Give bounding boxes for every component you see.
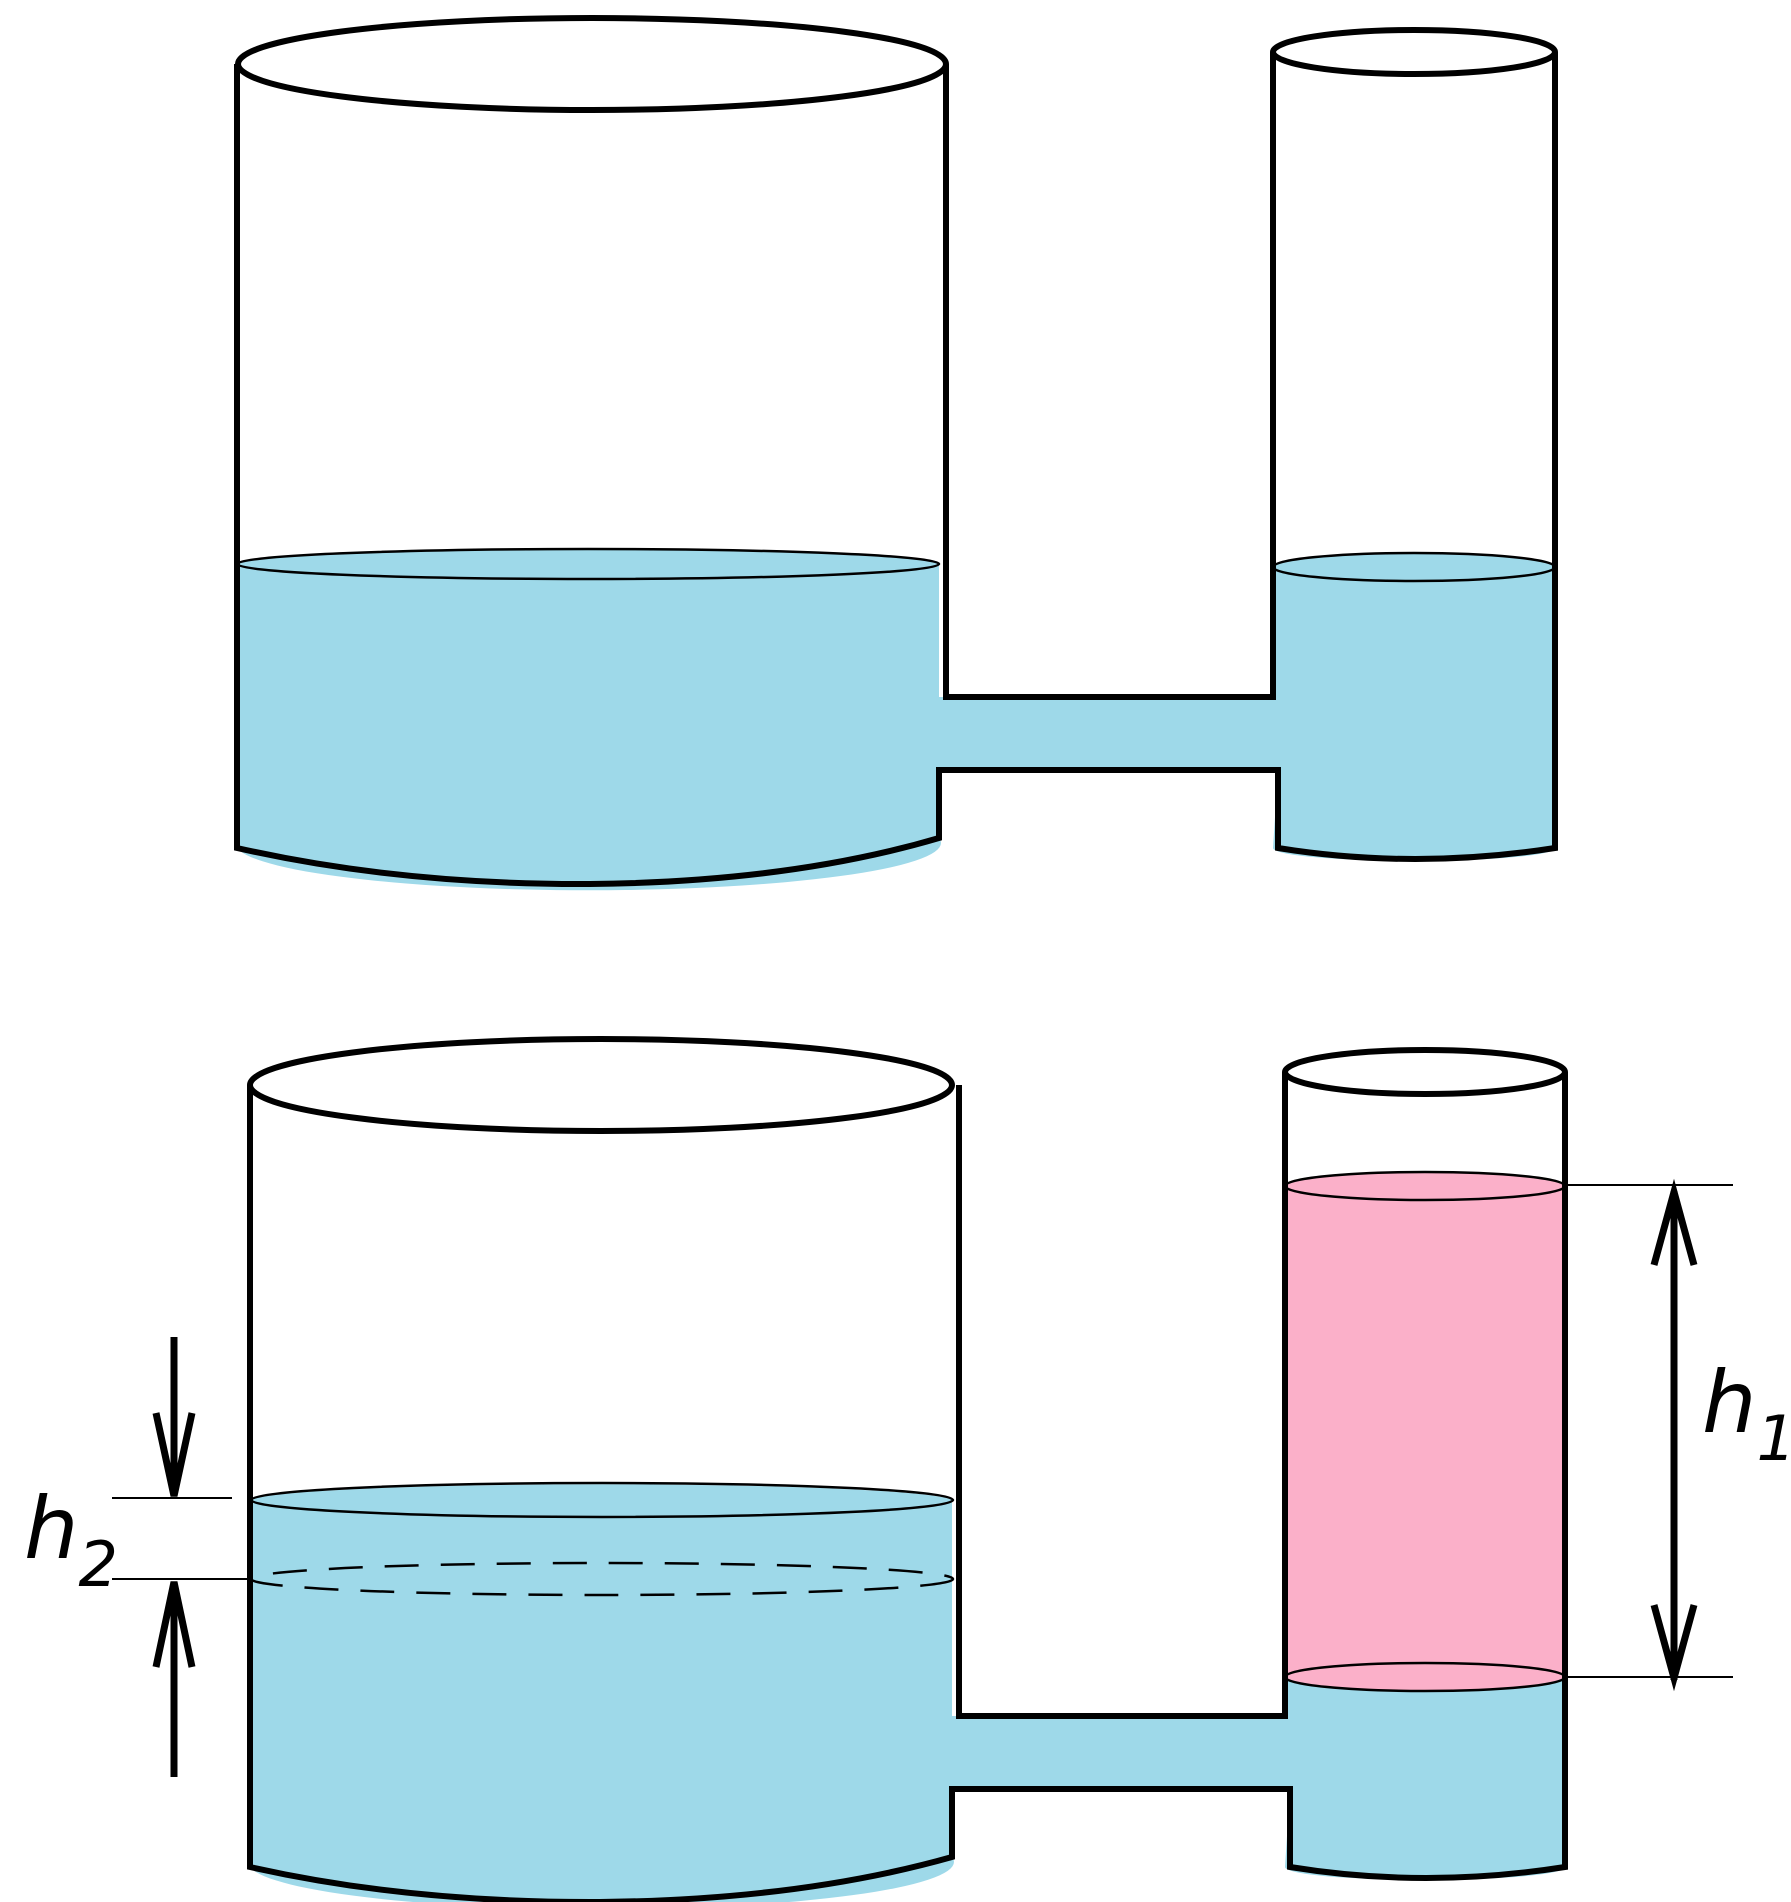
- top-water-fill: [237, 548, 1555, 891]
- bottom-left-cylinder-rim: [247, 1036, 955, 1134]
- bottom-vessel-system: [247, 1036, 1568, 1902]
- top-left-cylinder-rim: [235, 15, 949, 113]
- h1-label-subscript: 1: [1757, 1402, 1791, 1475]
- h1-arrow-head-down: [1650, 1604, 1698, 1692]
- bottom-right-cylinder-rim: [1282, 1047, 1568, 1097]
- h1-dimension: h1: [1565, 1178, 1791, 1692]
- bottom-cylinders-body: [247, 1072, 1568, 1902]
- top-right-cylinder-rim: [1270, 27, 1558, 77]
- h2-label: h2: [24, 1479, 118, 1601]
- h2-label-base: h: [24, 1479, 79, 1579]
- top-vessel-system: [234, 15, 1558, 891]
- h1-label: h1: [1702, 1353, 1791, 1475]
- top-left-cylinder-body: [234, 52, 1558, 888]
- h1-arrow-head-up: [1650, 1178, 1698, 1266]
- h2-label-subscript: 2: [79, 1528, 118, 1601]
- bottom-water-fill: [250, 1484, 1565, 1902]
- bottom-pink-liquid: [1285, 1171, 1565, 1691]
- h2-upper-arrow-head: [152, 1412, 196, 1497]
- h2-dimension: h2: [24, 1337, 250, 1777]
- h2-lower-arrow-head: [152, 1581, 196, 1668]
- h1-label-base: h: [1702, 1353, 1757, 1453]
